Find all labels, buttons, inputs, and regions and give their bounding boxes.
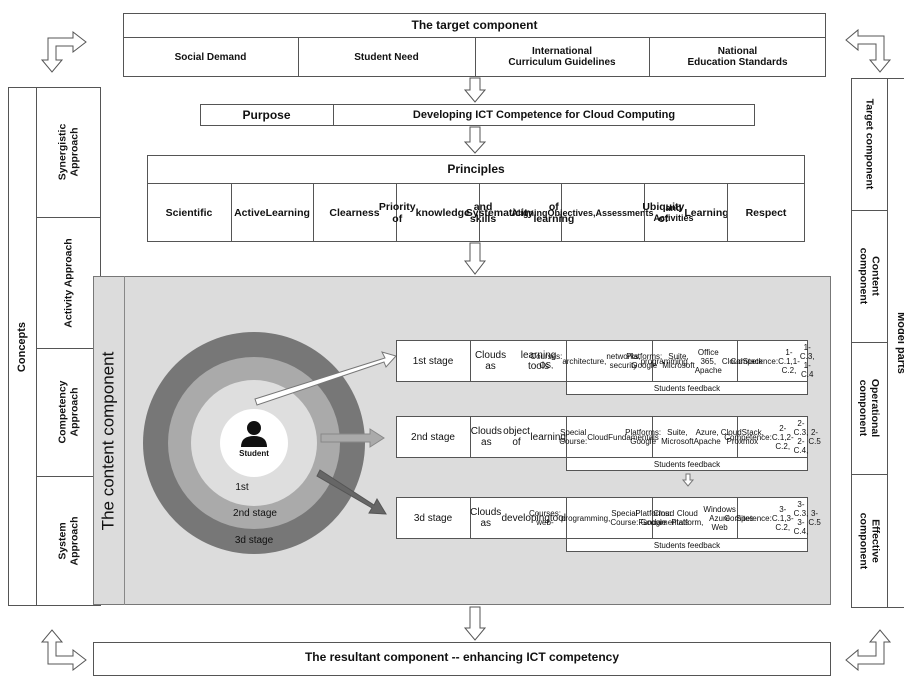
principles-box (147, 155, 805, 242)
principle-item: Clearness (329, 206, 380, 219)
model-parts-box (851, 78, 904, 608)
corner-arrow-icon (845, 28, 892, 73)
purpose-label: Purpose (242, 108, 291, 122)
principles-title: Principles (447, 162, 505, 176)
purpose-text: Developing ICT Competence for Cloud Comp… (412, 109, 676, 121)
corner-arrow-icon (40, 30, 87, 73)
stage-name: 2nd stage (411, 431, 455, 443)
small-down-arrow (681, 473, 695, 487)
stage-row (396, 497, 808, 539)
target-item: Social Demand (174, 51, 247, 63)
ring-2nd-label: 2nd stage (233, 507, 277, 519)
principle-item: Scientific (165, 206, 213, 219)
ring-3d-label: 3d stage (234, 534, 274, 546)
stage-courses: Courses: OS,architecture,networks, secur… (530, 352, 688, 370)
corner-arrow-icon (845, 629, 892, 671)
stage-courses: Courses: web-programming,Special Course:… (528, 509, 690, 527)
students-feedback: Students feedback (566, 457, 808, 471)
stage-competence: Competence:2-C.1,2-C.2,2-C.3, 2-C.4,2-C.… (724, 419, 821, 455)
down-arrow (463, 606, 487, 641)
resultant-text: The resultant component -- enhancing ICT… (304, 649, 620, 664)
target-component-title: The target component (411, 18, 538, 32)
students-feedback: Students feedback (566, 381, 808, 395)
stage-competence: Competence:1-C.1,1-C.2,1-C.3, 1-C.4 (730, 343, 815, 379)
stage-row (396, 416, 808, 458)
student-label: Student (239, 448, 269, 458)
arrow-1st-stage (254, 351, 397, 406)
target-item: Student Need (354, 51, 419, 63)
resultant-box (93, 642, 831, 676)
concepts-box (8, 87, 101, 606)
purpose-box (200, 104, 755, 126)
ring-1st-label: 1st (235, 481, 249, 493)
student-icon (241, 421, 267, 447)
principle-item: Respect (745, 206, 787, 219)
students-feedback: Students feedback (566, 538, 808, 552)
down-arrow (463, 126, 487, 154)
down-arrow (463, 77, 487, 103)
stage-competence: Competence:3-C.1,3-C.2,3-C.3, 3-C.4,3-C.… (724, 500, 821, 536)
corner-arrow-icon (40, 629, 87, 671)
arrow-3d-stage (316, 469, 387, 515)
target-component-box (123, 13, 826, 77)
down-arrow (463, 242, 487, 275)
arrow-2nd-stage (320, 428, 385, 448)
stage-name: 1st stage (412, 355, 454, 367)
stage-name: 3d stage (413, 512, 453, 524)
